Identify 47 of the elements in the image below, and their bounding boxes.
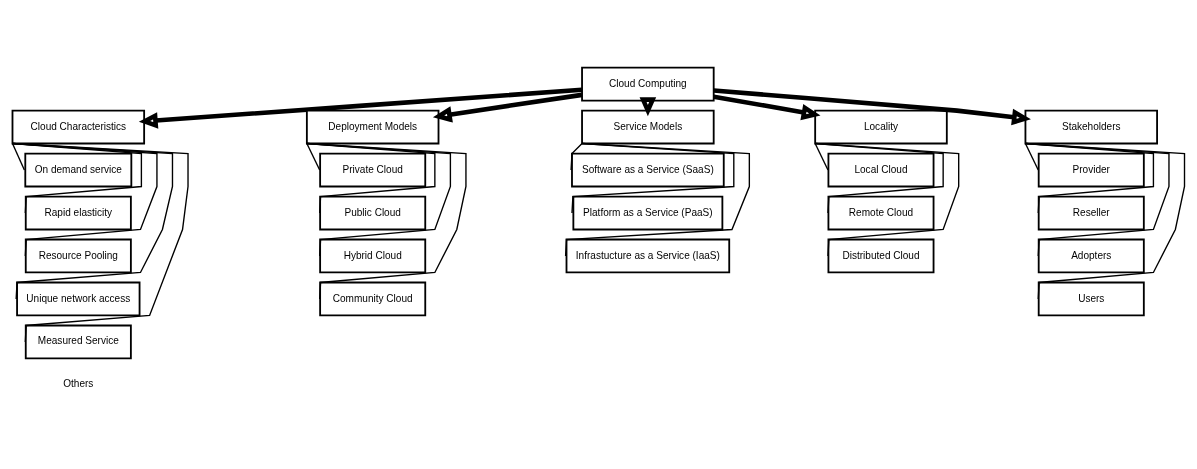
node-box: Hybrid Cloud xyxy=(319,238,427,274)
connector xyxy=(814,142,960,257)
connector xyxy=(306,142,452,257)
node-box: Unique network access xyxy=(16,281,141,317)
connector xyxy=(1024,142,1170,257)
node-box: Remote Cloud xyxy=(827,195,935,231)
node-box: Users xyxy=(1037,281,1145,317)
node-box: On demand service xyxy=(24,152,133,188)
connector xyxy=(1024,142,1155,214)
node-box: Measured Service xyxy=(24,324,132,360)
node-box: Locality xyxy=(814,109,948,145)
arrow xyxy=(432,92,583,123)
node-box: Deployment Models xyxy=(305,109,440,145)
connector xyxy=(1024,142,1186,300)
connector xyxy=(11,142,158,257)
node-box: Private Cloud xyxy=(319,152,427,188)
node-box: Platform as a Service (PaaS) xyxy=(572,195,724,231)
connector xyxy=(306,142,321,171)
connector xyxy=(306,142,467,300)
node-box: Infrastucture as a Service (IaaS) xyxy=(565,238,731,274)
connector xyxy=(570,142,583,171)
connector xyxy=(11,142,189,343)
node-box: Community Cloud xyxy=(319,281,427,317)
connector xyxy=(1024,142,1039,171)
node-box: Public Cloud xyxy=(319,195,427,231)
arrow xyxy=(138,87,583,129)
connector xyxy=(814,142,944,214)
node-box: Software as a Service (SaaS) xyxy=(571,152,725,188)
label: Others xyxy=(63,378,94,390)
node-box: Local Cloud xyxy=(827,152,935,188)
node-box: Distributed Cloud xyxy=(827,238,935,274)
node-box: Rapid elasticity xyxy=(24,195,132,231)
connector xyxy=(564,142,751,257)
connector xyxy=(814,142,829,171)
node-box: Reseller xyxy=(1037,195,1145,231)
node-box: Resource Pooling xyxy=(24,238,132,274)
connector xyxy=(306,142,436,214)
node-box: Cloud Characteristics xyxy=(11,109,146,145)
node-box: Stakeholders xyxy=(1024,109,1158,145)
connector xyxy=(11,142,174,300)
arrow xyxy=(713,94,821,121)
node-box: Service Models xyxy=(581,109,715,145)
connector xyxy=(11,142,26,171)
node-box: Provider xyxy=(1037,152,1145,188)
connector xyxy=(11,142,143,214)
node-box: Adopters xyxy=(1037,238,1145,274)
arrow xyxy=(713,88,1031,126)
